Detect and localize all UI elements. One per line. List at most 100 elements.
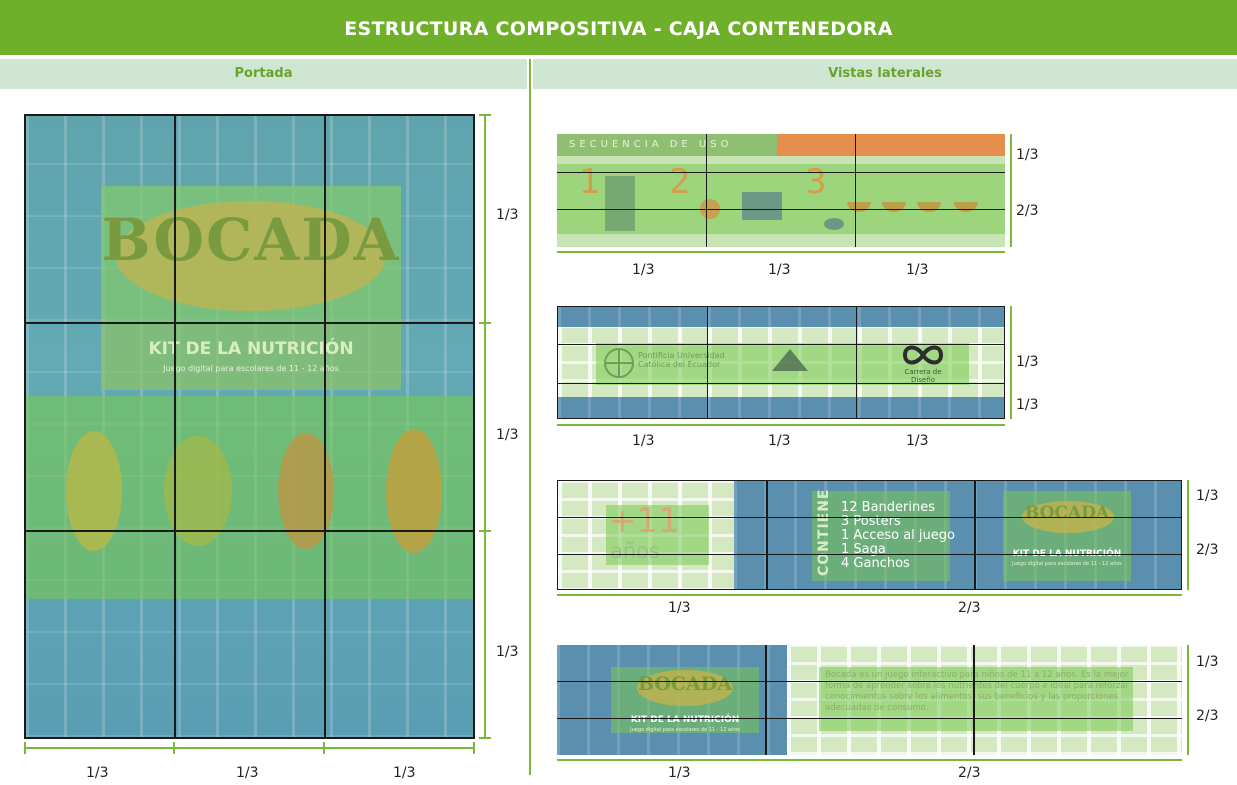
grid-h	[558, 383, 1004, 384]
side-panel-3: +11 años CONTIENE 12 Banderines 3 Poster…	[557, 480, 1182, 590]
side2-h-label-2: 1/3	[768, 433, 791, 449]
university-seal-icon	[604, 348, 634, 378]
bocada-logo-icon	[116, 201, 386, 311]
side2-top-strip	[558, 307, 1004, 327]
side4-logo-text: BOCADA	[637, 673, 733, 695]
side1-v-label-2: 2/3	[1016, 203, 1039, 219]
side4-h-label-1: 1/3	[668, 765, 691, 781]
content-item: 12 Banderines	[841, 500, 936, 515]
side4-kit-title: KIT DE LA NUTRICIÓN	[630, 715, 740, 725]
side4-v-label-2: 2/3	[1196, 708, 1219, 724]
logo-pucp-text: Pontificia Universidad Católica del Ecua…	[638, 351, 725, 369]
grid-v	[974, 481, 976, 589]
characters-band	[26, 396, 473, 599]
grid-v1	[174, 116, 176, 737]
grid-h	[558, 554, 1181, 555]
grid-v	[766, 481, 768, 589]
grid-h	[557, 172, 1005, 173]
tick	[479, 737, 491, 739]
grid-v	[856, 307, 857, 418]
side1-banner-text: SECUENCIA DE USO	[569, 139, 733, 150]
infinity-logo-icon	[902, 345, 944, 365]
side4-tagline: Juego digital para escolares de 11 - 12 …	[630, 727, 740, 733]
side2-h-measure	[557, 424, 1005, 426]
side1-h-label-1: 1/3	[632, 262, 655, 278]
side2-v-label-2: 1/3	[1016, 397, 1039, 413]
cover-vertical-measure	[484, 114, 486, 739]
contents-box	[812, 491, 950, 581]
grid-v2	[324, 116, 326, 737]
side1-h-measure	[557, 251, 1005, 253]
side3-logo-text: BOCADA	[1024, 503, 1110, 523]
bocada-logo-icon	[637, 670, 733, 706]
tick	[173, 742, 175, 754]
tick	[473, 742, 475, 754]
cover-h-label-3: 1/3	[393, 765, 416, 781]
side1-h-label-3: 1/3	[906, 262, 929, 278]
usage-icons	[605, 176, 978, 231]
grid-h2	[26, 530, 473, 532]
side3-v-measure	[1187, 480, 1189, 590]
content-item: 4 Ganchos	[841, 556, 910, 571]
grid-v	[707, 307, 708, 418]
content-item: 1 Acceso al juego	[841, 528, 955, 543]
side2-v-measure	[1010, 306, 1012, 419]
side2-h-label-3: 1/3	[906, 433, 929, 449]
side1-v-measure	[1010, 134, 1012, 247]
cover-kit-box: KIT DE LA NUTRICIÓN Juego digital para e…	[101, 324, 401, 390]
content-item: 1 Saga	[841, 542, 886, 557]
side3-h-measure	[557, 594, 1182, 596]
side2-h-label-1: 1/3	[632, 433, 655, 449]
column-divider	[529, 59, 531, 775]
side1-v-label-1: 1/3	[1016, 147, 1039, 163]
contents-list: 12 Banderines 3 Posters 1 Acceso al jueg…	[841, 501, 955, 571]
cover-h-label-1: 1/3	[86, 765, 109, 781]
side2-v-label-1: 1/3	[1016, 354, 1039, 370]
grid-v	[765, 645, 767, 755]
cover-horizontal-measure	[24, 747, 475, 749]
cover-logo-text: BOCADA	[101, 206, 401, 274]
cover-kit-title: KIT DE LA NUTRICIÓN	[148, 339, 354, 359]
side2-bottom-strip	[558, 397, 1004, 418]
grid-h	[558, 344, 1004, 345]
side-panel-2: Pontificia Universidad Católica del Ecua…	[557, 306, 1005, 419]
side1-bottom-strip	[557, 237, 1005, 247]
side3-v-label-1: 1/3	[1196, 488, 1219, 504]
section-label-portada: Portada	[0, 59, 527, 89]
cover-tagline: Juego digital para escolares de 11 - 12 …	[163, 364, 339, 373]
tick	[323, 742, 325, 754]
cover-v-label-2: 1/3	[496, 427, 519, 443]
tick	[479, 114, 491, 116]
side4-v-label-1: 1/3	[1196, 654, 1219, 670]
side4-v-measure	[1187, 645, 1189, 755]
side3-v-label-2: 2/3	[1196, 542, 1219, 558]
age-number: +11	[608, 501, 680, 541]
grid-h	[557, 209, 1005, 210]
section-label-vistas-laterales: Vistas laterales	[533, 59, 1237, 89]
age-box	[606, 505, 709, 565]
page-title: ESTRUCTURA COMPOSITIVA - CAJA CONTENEDOR…	[0, 0, 1237, 55]
characters-illustration-icon	[66, 429, 442, 553]
cover-h-label-2: 1/3	[236, 765, 259, 781]
grid-v	[855, 134, 856, 247]
side-panel-4: BOCADA KIT DE LA NUTRICIÓN Juego digital…	[557, 645, 1182, 755]
side1-banner-bg	[557, 134, 777, 156]
side3-tagline: Juego digital para escolares de 11 - 12 …	[1012, 561, 1122, 567]
grid-v	[706, 134, 707, 247]
side4-h-label-2: 2/3	[958, 765, 981, 781]
grid-h	[557, 681, 1182, 682]
side3-h-label-2: 2/3	[958, 600, 981, 616]
age-unit: años	[610, 539, 660, 563]
description-text: Bocada es un juego interactivo para niño…	[825, 670, 1129, 713]
content-item: 3 Posters	[841, 514, 901, 529]
cover-v-label-1: 1/3	[496, 207, 519, 223]
cover-v-label-3: 1/3	[496, 644, 519, 660]
grid-h	[557, 718, 1182, 719]
side-panel-1: SECUENCIA DE USO 1 2 3	[557, 134, 1005, 247]
tick	[24, 742, 26, 754]
grid-h1	[26, 322, 473, 324]
contiene-vertical-label: CONTIENE	[816, 488, 832, 577]
tick	[479, 530, 491, 532]
cover-logo-box: BOCADA	[101, 186, 401, 323]
carrera-diseno-text: Carrera de Diseño	[904, 368, 942, 384]
